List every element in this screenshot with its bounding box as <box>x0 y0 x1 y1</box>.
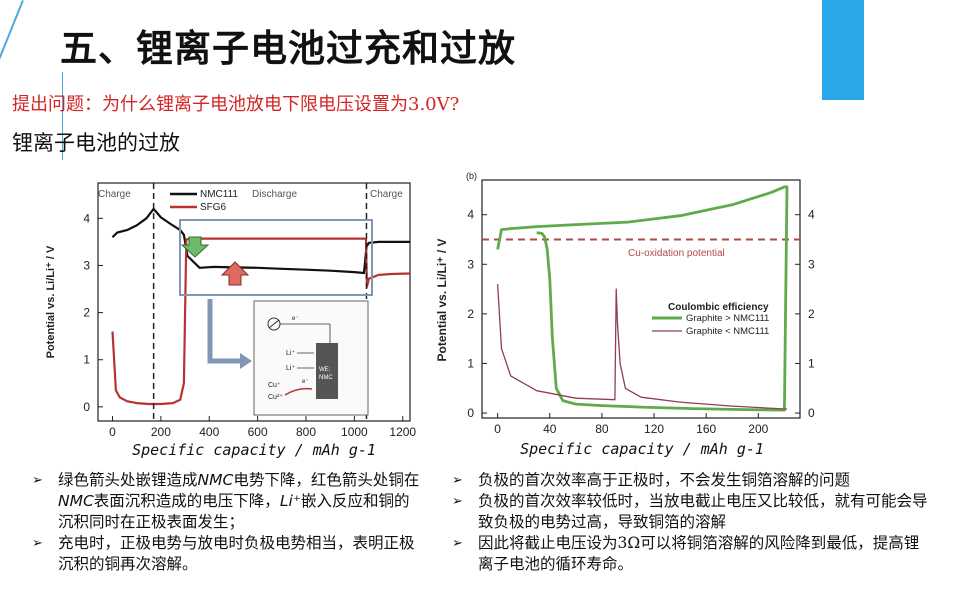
green-down-arrow <box>180 236 210 258</box>
y-tick-label: 4 <box>83 211 90 225</box>
x-tick-label: 0 <box>494 422 501 436</box>
question-text: 提出问题：为什么锂离子电池放电下限电压设置为3.0V? <box>12 94 460 115</box>
legend-label-sfg6: SFG6 <box>200 202 227 213</box>
x-tick-label: 1200 <box>389 425 416 439</box>
x-tick-label: 80 <box>595 422 609 436</box>
legend-label-graphite-lt: Graphite < NMC111 <box>686 326 769 337</box>
left-bullet-list: ➢ 绿色箭头处嵌锂造成NMC电势下降，红色箭头处铜在NMC表面沉积造成的电压下降… <box>32 470 422 575</box>
y-tick-label-right: 0 <box>808 406 815 420</box>
cu-oxidation-label: Cu-oxidation potential <box>628 248 725 259</box>
y-tick-label: 0 <box>467 406 474 420</box>
x-tick-label: 400 <box>199 425 219 439</box>
zoom-box <box>179 219 373 296</box>
x-tick-label: 160 <box>696 422 716 436</box>
y-tick-label-right: 2 <box>808 307 815 321</box>
x-axis-label: Specific capacity / mAh g-1 <box>132 441 376 459</box>
x-tick-label: 40 <box>543 422 557 436</box>
decorative-line <box>62 72 63 160</box>
bullet-item: ➢ 负极的首次效率高于正极时，不会发生铜箔溶解的问题 <box>452 471 851 489</box>
inset-text: e⁻ <box>292 316 299 322</box>
y-tick-label-right: 3 <box>808 257 815 271</box>
plot-frame <box>481 179 801 419</box>
y-tick-label: 0 <box>83 400 90 414</box>
legend-label-nmc111: NMC111 <box>200 189 238 200</box>
decorative-line <box>0 0 24 96</box>
x-tick-label: 200 <box>151 425 171 439</box>
series-line-graphite-nmc111 <box>496 185 789 412</box>
electrode-label: WE: <box>319 367 331 373</box>
series-line-graphite-nmc111 <box>496 284 788 410</box>
y-tick-label: 1 <box>83 353 90 367</box>
inset-text: Li⁺ <box>286 365 295 372</box>
bullet-item: ➢ 因此将截止电压设为3Ω可以将铜箔溶解的风险降到最低，提高锂离子电池的循环寿命… <box>452 534 920 573</box>
x-axis-label: Specific capacity / mAh g-1 <box>520 440 764 458</box>
bullet-arrow-icon: ➢ <box>452 536 463 551</box>
bullet-arrow-icon: ➢ <box>32 536 43 551</box>
bullet-item: ➢ 绿色箭头处嵌锂造成NMC电势下降，红色箭头处铜在NMC表面沉积造成的电压下降… <box>32 471 420 531</box>
x-tick-label: 120 <box>644 422 664 436</box>
right-chart: (b) 0 40 80 120 160 200 0 0 1 1 2 2 3 3 4 4 Cu-oxidatio… <box>435 171 815 458</box>
x-tick-label: 0 <box>109 425 116 439</box>
inset-text: Cu²⁺ <box>268 394 283 401</box>
legend-title: Coulombic efficiency <box>668 302 769 313</box>
x-tick-label: 200 <box>748 422 768 436</box>
y-tick-label-right: 1 <box>808 356 815 370</box>
plot-frame <box>97 182 411 422</box>
bullet-item: ➢ 充电时，正极电势与放电时负极电势相当，表明正极沉积的铜再次溶解。 <box>32 534 415 573</box>
bullet-arrow-icon: ➢ <box>32 473 43 488</box>
inset-text: Cu⁺ <box>268 382 281 389</box>
x-tick-label: 800 <box>296 425 316 439</box>
right-bullet-list: ➢ 负极的首次效率高于正极时，不会发生铜箔溶解的问题 ➢ 负极的首次效率较低时，… <box>452 470 932 575</box>
y-tick-label: 3 <box>467 257 474 271</box>
region-label: Discharge <box>252 189 297 200</box>
section-subtitle: 锂离子电池的过放 <box>12 131 180 155</box>
accent-bar <box>822 0 864 100</box>
y-tick-label: 2 <box>83 306 90 320</box>
connector-arrow <box>207 299 240 364</box>
bullet-arrow-icon: ➢ <box>452 473 463 488</box>
left-chart: 0 200 400 600 800 1000 1200 0 1 2 3 4 Charge Discha… <box>45 182 416 459</box>
y-axis-label: Potential vs. Li/Li⁺ / V <box>45 245 57 358</box>
region-label: Charge <box>370 189 403 200</box>
inset-schematic: WE: NMC Li⁺ Li⁺ Cu⁺ Cu²⁺ e⁻ e⁻ <box>253 300 369 416</box>
legend-label-graphite-gt: Graphite > NMC111 <box>686 313 769 324</box>
electrode <box>316 343 338 399</box>
y-tick-label: 2 <box>467 307 474 321</box>
series-line-sfg6 <box>111 237 411 406</box>
y-tick-label: 1 <box>467 356 474 370</box>
electrode-label: NMC <box>319 375 333 381</box>
bullet-item: ➢ 负极的首次效率较低时，当放电截止电压又比较低，就有可能会导致负极的电势过高，… <box>452 492 928 531</box>
y-axis-label: Potential vs. Li/Li⁺ / V <box>435 238 449 361</box>
y-tick-label-right: 4 <box>808 208 815 222</box>
bullet-arrow-icon: ➢ <box>452 494 463 509</box>
red-up-arrow <box>220 261 250 286</box>
slide-title: 五、锂离子电池过充和过放 <box>60 27 516 70</box>
panel-label: (b) <box>466 171 477 181</box>
region-label: Charge <box>98 189 131 200</box>
inset-text: Li⁺ <box>286 350 295 357</box>
y-tick-label: 3 <box>83 258 90 272</box>
y-tick-label: 4 <box>467 208 474 222</box>
inset-text: e⁻ <box>302 379 309 385</box>
series-line-nmc111 <box>111 207 410 275</box>
x-tick-label: 600 <box>248 425 268 439</box>
x-tick-label: 1000 <box>341 425 368 439</box>
